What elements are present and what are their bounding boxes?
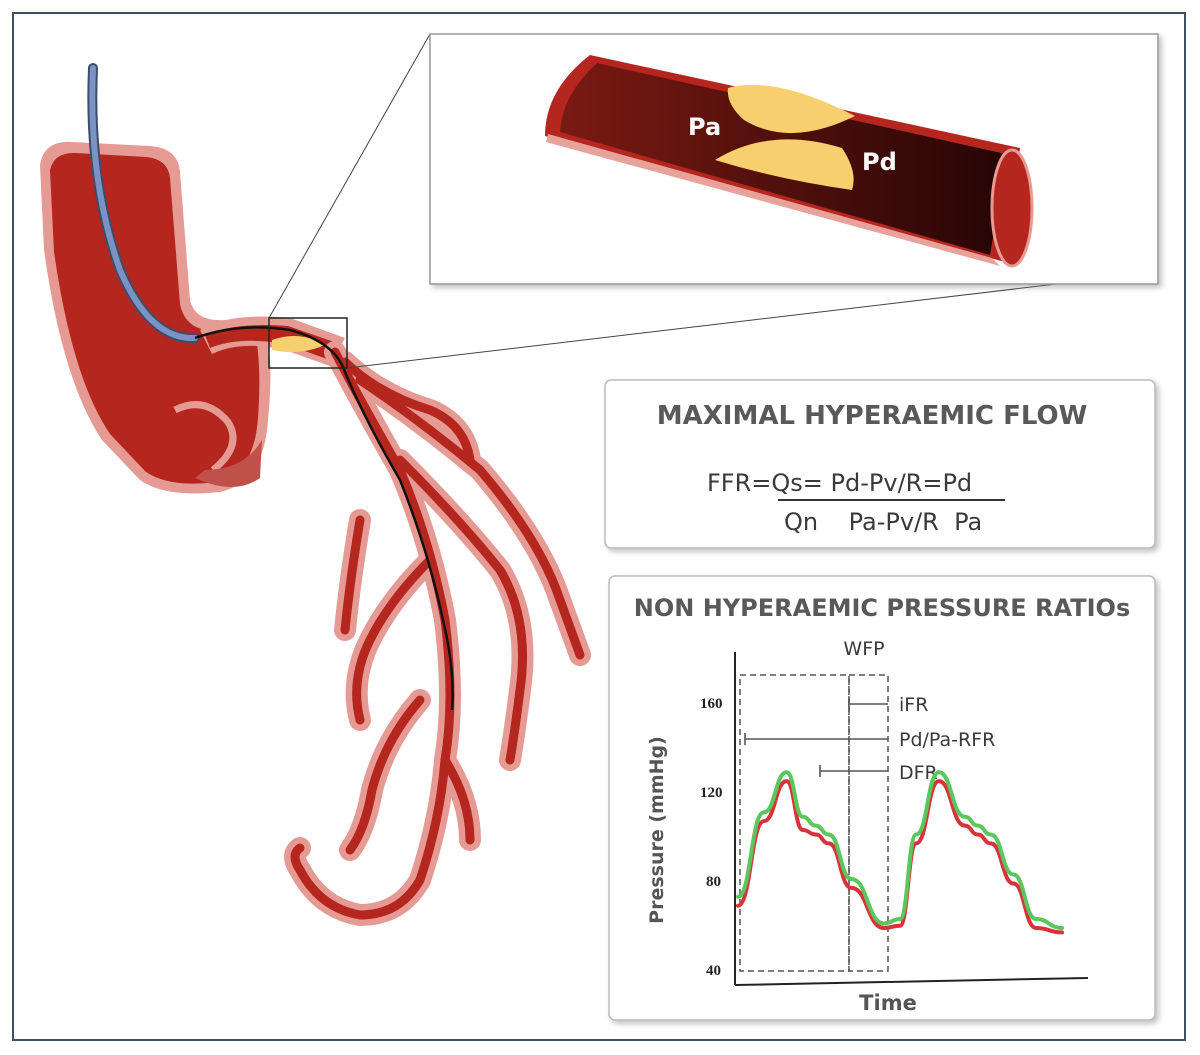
y-tick-40: 40 bbox=[706, 963, 721, 979]
y-axis-title: Pressure (mmHg) bbox=[646, 736, 668, 924]
series-pd-curve bbox=[736, 779, 1064, 935]
stenosis-plaque bbox=[272, 336, 325, 353]
y-tick-160: 160 bbox=[700, 696, 723, 712]
ffr-denominator: Qn Pa-Pv/R Pa bbox=[784, 508, 982, 536]
figure-border bbox=[12, 12, 1186, 1041]
zoom-line-top bbox=[268, 33, 431, 319]
aorta-lobe-line bbox=[173, 401, 237, 473]
aorta-base bbox=[195, 440, 262, 487]
marker-dfr: DFR bbox=[899, 762, 938, 784]
left-main-vessel bbox=[205, 325, 340, 360]
plaque-bottom bbox=[715, 139, 854, 190]
nhpr-box: NON HYPERAEMIC PRESSURE RATIOs WFP 160 1… bbox=[608, 575, 1156, 1021]
ffr-box-panel bbox=[604, 379, 1156, 549]
nhpr-box-title: NON HYPERAEMIC PRESSURE RATIOs bbox=[634, 594, 1130, 622]
cycle-window-box bbox=[739, 674, 850, 972]
marker-rfr: Pd/Pa-RFR bbox=[899, 729, 995, 751]
interval-markers bbox=[744, 698, 888, 777]
nhpr-box-panel bbox=[608, 575, 1156, 1021]
y-tick-120: 120 bbox=[700, 785, 723, 801]
vessel-label-pd: Pd bbox=[862, 148, 897, 176]
zoom-region-box bbox=[268, 317, 348, 369]
guide-catheter-fill bbox=[89, 65, 198, 342]
plaque-top bbox=[727, 84, 855, 134]
series-pa-curve bbox=[736, 770, 1064, 930]
zoom-line-bottom bbox=[346, 271, 1159, 369]
pressure-curves bbox=[736, 770, 1064, 935]
marker-ifr: iFR bbox=[899, 694, 928, 716]
pressure-wire bbox=[194, 326, 454, 711]
vessel-wall-bottom bbox=[546, 134, 1000, 266]
ffr-numerator: FFR=Qs= Pd-Pv/R=Pd bbox=[707, 469, 972, 497]
ffr-box-title: MAXIMAL HYPERAEMIC FLOW bbox=[657, 401, 1088, 431]
vessel-inset: Pa Pd bbox=[429, 33, 1159, 285]
y-tick-80: 80 bbox=[706, 874, 721, 890]
vessel-label-pa: Pa bbox=[688, 113, 721, 141]
ffr-box: MAXIMAL HYPERAEMIC FLOW FFR=Qs= Pd-Pv/R=… bbox=[604, 379, 1156, 549]
vessel-opening bbox=[990, 148, 1034, 268]
x-axis bbox=[734, 977, 1089, 986]
wfp-label: WFP bbox=[843, 638, 884, 660]
coronary-tree bbox=[284, 341, 591, 926]
x-axis-title: Time bbox=[859, 991, 917, 1015]
wfp-window-box bbox=[848, 674, 889, 972]
